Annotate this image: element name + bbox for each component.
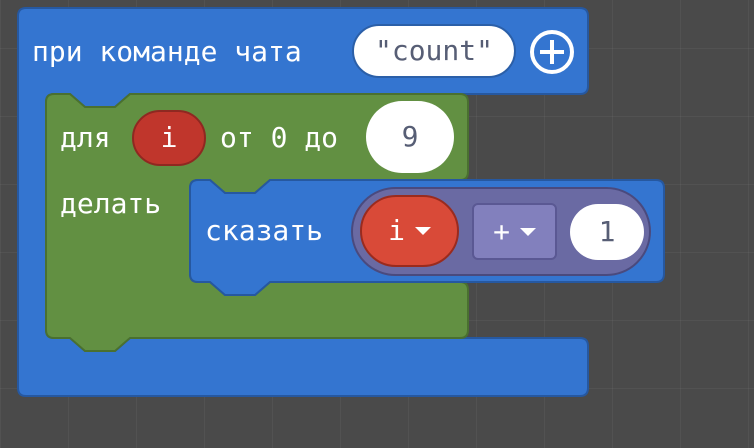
caret-down-icon: [519, 227, 536, 236]
chat-command-input[interactable]: "count": [352, 24, 516, 78]
operator-dropdown[interactable]: +: [472, 203, 557, 260]
variable-dropdown[interactable]: i: [360, 195, 459, 267]
say-label: сказать: [205, 214, 324, 247]
close-quote: ": [476, 34, 493, 67]
plus-circle-icon[interactable]: [530, 30, 574, 74]
open-quote: ": [374, 34, 392, 67]
loop-variable-name: i: [160, 121, 178, 154]
loop-end-input[interactable]: 9: [366, 101, 454, 173]
for-label: для: [60, 121, 111, 154]
variable-dropdown-value: i: [388, 214, 405, 247]
from-label: от 0 до: [220, 121, 339, 154]
event-label: при команде чата: [32, 35, 302, 68]
operator-value: +: [493, 215, 510, 248]
loop-end-value: 9: [401, 120, 419, 153]
caret-down-icon: [414, 227, 431, 235]
chat-command-value: count: [391, 34, 477, 67]
do-label: делать: [60, 187, 162, 220]
operand-input[interactable]: 1: [570, 204, 644, 260]
loop-variable[interactable]: i: [132, 110, 206, 166]
operand-value: 1: [598, 215, 616, 248]
